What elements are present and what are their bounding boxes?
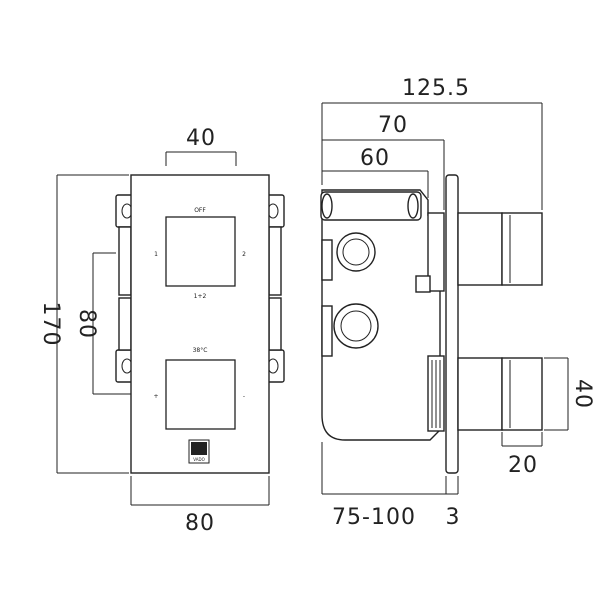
label-minus: - bbox=[243, 393, 245, 400]
flow-handle bbox=[165, 216, 236, 287]
spindle-housing-top bbox=[427, 212, 445, 292]
outlet-ring-inner-2 bbox=[340, 310, 372, 342]
dim-text-70: 70 bbox=[378, 113, 408, 138]
outlet-ring-outer-2 bbox=[333, 303, 379, 349]
brand-mark bbox=[191, 442, 207, 455]
label-temperature: 38°C bbox=[193, 347, 208, 354]
side-view: 125.5 70 60 75-100 3 bbox=[320, 76, 595, 530]
outlet-ring-inner-1 bbox=[342, 238, 370, 266]
top-fitting bbox=[320, 191, 422, 221]
brand-label: VADO bbox=[193, 457, 204, 462]
body-side-right-top bbox=[268, 226, 282, 296]
top-fitting-end-left bbox=[321, 193, 333, 219]
handle-bottom bbox=[501, 357, 543, 431]
front-view: OFF 1 2 1+2 38°C + - VADO 40 170 bbox=[38, 126, 285, 536]
dim-text-125-5: 125.5 bbox=[402, 76, 470, 101]
brand-badge: VADO bbox=[188, 439, 210, 464]
dim-text-3: 3 bbox=[446, 505, 461, 530]
side-stub-bottom bbox=[321, 305, 333, 357]
label-both-outlets: 1+2 bbox=[194, 293, 207, 300]
dim-bottom-width: 80 bbox=[130, 476, 270, 536]
thermostat-handle bbox=[165, 359, 236, 430]
dim-text-20: 20 bbox=[508, 453, 538, 478]
side-stub-top bbox=[321, 239, 333, 281]
dim-text-60: 60 bbox=[360, 146, 390, 171]
dim-overall-depth: 125.5 bbox=[321, 76, 543, 210]
handle-shaft-bottom bbox=[457, 357, 503, 431]
dim-text-80-vertical: 80 bbox=[74, 309, 99, 339]
dim-depth-60: 60 bbox=[321, 146, 429, 198]
body-side-left-top bbox=[118, 226, 132, 296]
handle-shaft-top bbox=[457, 212, 503, 286]
label-outlet-1: 1 bbox=[154, 251, 158, 258]
handle-top bbox=[501, 212, 543, 286]
label-off: OFF bbox=[194, 207, 206, 214]
body-side-left-bottom bbox=[118, 297, 132, 351]
body-side-right-bottom bbox=[268, 297, 282, 351]
faceplate-edge bbox=[445, 174, 459, 474]
dim-text-80-horizontal: 80 bbox=[185, 511, 215, 536]
top-fitting-end-right bbox=[407, 193, 419, 219]
dim-text-170: 170 bbox=[38, 302, 63, 347]
dim-text-40: 40 bbox=[186, 126, 216, 151]
faceplate bbox=[130, 174, 270, 474]
brand-box bbox=[188, 439, 210, 464]
dim-top-width: 40 bbox=[165, 126, 237, 166]
spindle-lug bbox=[415, 275, 431, 293]
dim-left-height: 170 bbox=[38, 174, 129, 474]
label-outlet-2: 2 bbox=[242, 251, 246, 258]
dim-handle-depth: 20 bbox=[501, 432, 543, 478]
dim-inner-height: 80 bbox=[74, 252, 131, 395]
dim-text-75-100: 75-100 bbox=[332, 505, 416, 530]
dim-bottom-range: 75-100 3 bbox=[321, 442, 461, 530]
dim-text-40-vertical: 40 bbox=[570, 379, 595, 409]
dim-handle-height: 40 bbox=[544, 357, 595, 431]
label-plus: + bbox=[153, 393, 158, 400]
